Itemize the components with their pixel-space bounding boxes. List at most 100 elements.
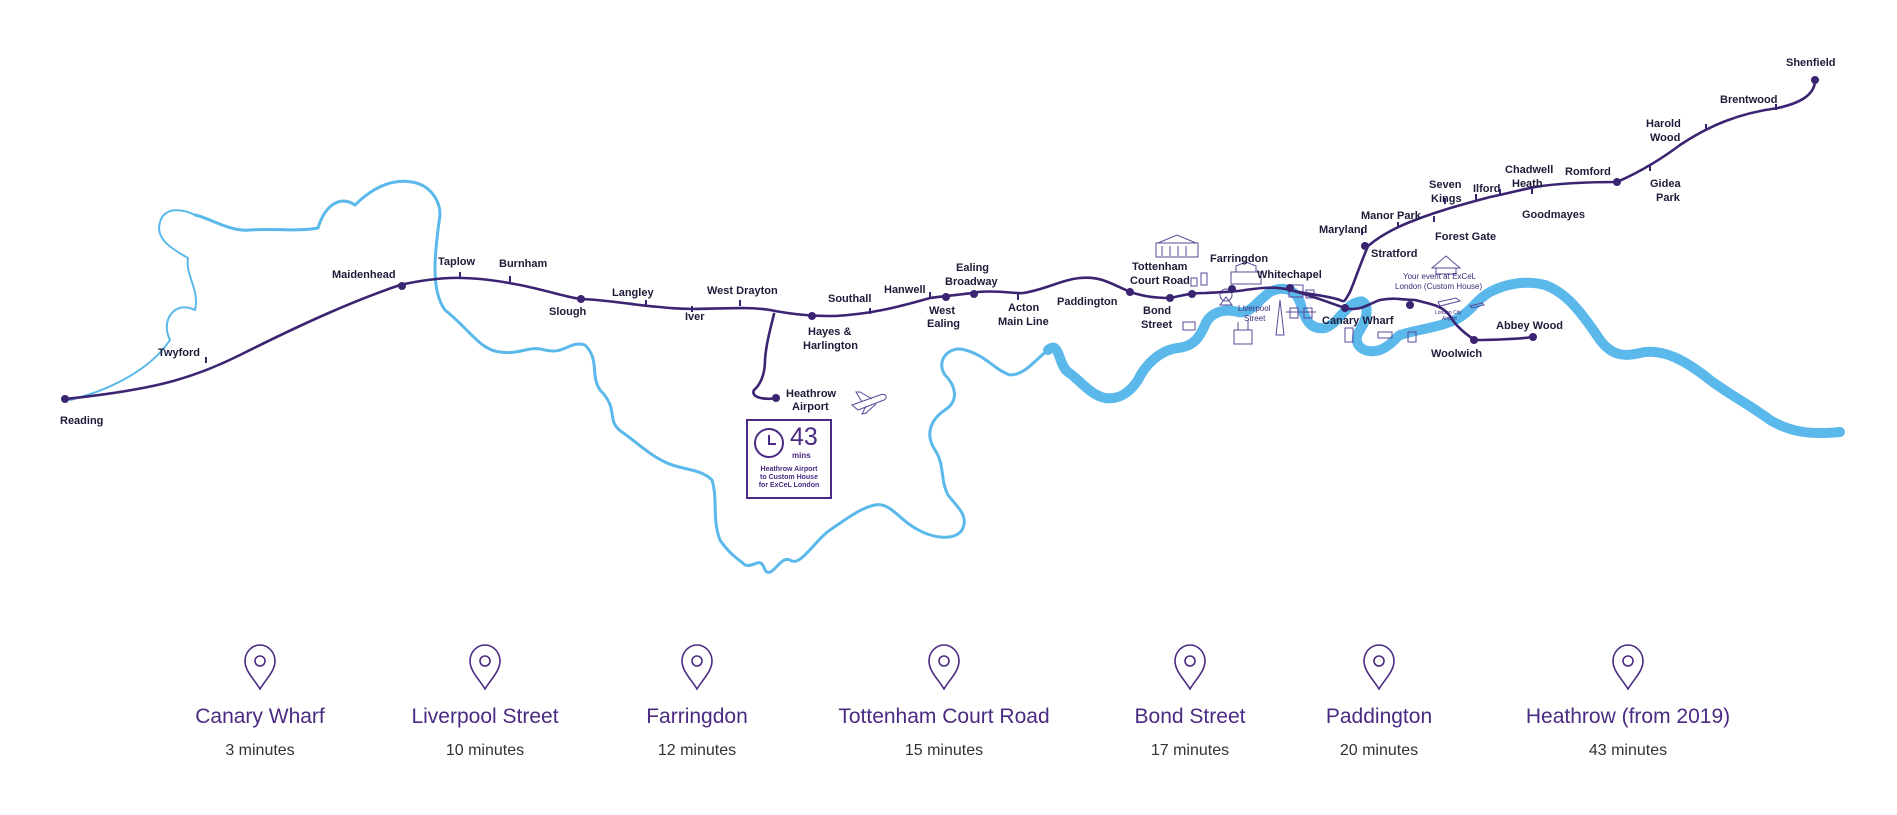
landmark-icons xyxy=(851,234,1485,415)
destination-name: Heathrow (from 2019) xyxy=(1525,705,1731,728)
river-thames xyxy=(69,179,1845,574)
svg-text:Canary Wharf: Canary Wharf xyxy=(1322,315,1394,327)
svg-text:Manor Park: Manor Park xyxy=(1361,210,1422,222)
destination-item: Bond Street 17 minutes xyxy=(1040,643,1340,761)
destination-time: 43 minutes xyxy=(1588,742,1668,759)
svg-text:Ilford: Ilford xyxy=(1473,183,1501,195)
svg-text:Acton: Acton xyxy=(1008,302,1039,314)
map-pin-icon xyxy=(1363,644,1395,691)
elizabeth-line-route xyxy=(63,78,1817,401)
destination-name: Canary Wharf xyxy=(195,705,325,728)
svg-text:Wood: Wood xyxy=(1650,132,1680,144)
city-airport-label: London City xyxy=(1435,310,1462,316)
station-canary-wharf: Canary Wharf xyxy=(1322,304,1394,327)
station-brentwood: Brentwood xyxy=(1720,94,1777,110)
station-slough: Slough xyxy=(549,295,587,318)
landmark-icon xyxy=(1437,297,1485,309)
svg-text:Woolwich: Woolwich xyxy=(1431,348,1482,360)
svg-text:Romford: Romford xyxy=(1565,166,1611,178)
svg-text:Taplow: Taplow xyxy=(438,256,476,268)
svg-text:Maidenhead: Maidenhead xyxy=(332,269,396,281)
destination-time: 12 minutes xyxy=(657,742,737,759)
plane-icon xyxy=(851,391,887,415)
station-reading: Reading xyxy=(60,395,103,427)
station-ilford: Ilford xyxy=(1473,183,1501,200)
svg-text:West Drayton: West Drayton xyxy=(707,285,778,297)
svg-text:Court Road: Court Road xyxy=(1130,275,1190,287)
destination-item: Heathrow (from 2019) 43 minutes xyxy=(1478,643,1778,761)
svg-text:London (Custom House): London (Custom House) xyxy=(1395,282,1482,291)
map-pin-icon xyxy=(681,644,713,691)
destination-name: Paddington xyxy=(1325,705,1433,728)
svg-text:Heath: Heath xyxy=(1512,178,1543,190)
map-notes: Liverpool Street Your event at ExCeL Lon… xyxy=(1238,272,1482,323)
landmark-icon xyxy=(1230,261,1262,285)
excel-event-label: Your event at ExCeL xyxy=(1403,272,1477,281)
journey-minutes: 43 xyxy=(790,423,818,451)
stations: Reading Twyford Maidenhead Taplow Burnha… xyxy=(60,57,1836,427)
station-whitechapel: Whitechapel xyxy=(1257,269,1322,292)
station-manor-park: Manor Park xyxy=(1361,210,1422,228)
svg-text:Stratford: Stratford xyxy=(1371,248,1417,260)
station-hayes: Hayes & Harlington xyxy=(803,312,858,352)
clock-icon xyxy=(754,428,784,458)
station-farringdon: Farringdon xyxy=(1210,253,1268,293)
svg-text:Forest Gate: Forest Gate xyxy=(1435,231,1496,243)
svg-text:Main Line: Main Line xyxy=(998,316,1049,328)
svg-text:Brentwood: Brentwood xyxy=(1720,94,1777,106)
landmark-icon xyxy=(1155,234,1199,258)
station-maryland: Maryland xyxy=(1319,224,1367,236)
svg-text:Gidea: Gidea xyxy=(1650,178,1681,190)
svg-text:Ealing: Ealing xyxy=(927,318,960,330)
svg-text:Seven: Seven xyxy=(1429,179,1462,191)
svg-text:Paddington: Paddington xyxy=(1057,296,1118,308)
landmark-icon xyxy=(1182,272,1208,331)
svg-text:Harlington: Harlington xyxy=(803,340,858,352)
svg-text:Whitechapel: Whitechapel xyxy=(1257,269,1322,281)
svg-text:Chadwell: Chadwell xyxy=(1505,164,1553,176)
station-romford: Romford xyxy=(1565,166,1621,186)
station-stratford: Stratford xyxy=(1361,242,1417,260)
journey-unit: mins xyxy=(792,451,811,460)
destination-time: 20 minutes xyxy=(1339,742,1419,759)
landmark-icon xyxy=(1344,327,1417,343)
svg-text:Harold: Harold xyxy=(1646,118,1681,130)
station-woolwich: Woolwich xyxy=(1431,336,1482,360)
station-taplow: Taplow xyxy=(438,256,476,278)
station-langley: Langley xyxy=(612,287,654,306)
landmark-icon xyxy=(1275,299,1285,336)
station-custom-house xyxy=(1406,301,1414,309)
journey-time-box: 43 mins Heathrow Airport to Custom House… xyxy=(746,419,832,499)
svg-text:Reading: Reading xyxy=(60,415,103,427)
svg-text:West: West xyxy=(929,305,955,317)
map-pin-icon xyxy=(469,644,501,691)
map-pin-icon xyxy=(928,644,960,691)
destination-name: Bond Street xyxy=(1134,705,1246,728)
svg-text:Broadway: Broadway xyxy=(945,276,998,288)
station-twyford: Twyford xyxy=(158,347,207,363)
station-forest-gate: Forest Gate xyxy=(1433,216,1496,243)
station-goodmayes: Goodmayes xyxy=(1522,188,1585,221)
station-maidenhead: Maidenhead xyxy=(332,269,406,290)
map-pin-icon xyxy=(1174,644,1206,691)
landmark-icon xyxy=(1430,255,1462,275)
station-hanwell: Hanwell xyxy=(884,284,931,298)
station-paddington: Paddington xyxy=(1057,288,1134,308)
landmark-icon xyxy=(1219,288,1233,306)
svg-text:Farringdon: Farringdon xyxy=(1210,253,1268,265)
destination-time: 17 minutes xyxy=(1150,742,1230,759)
svg-text:Burnham: Burnham xyxy=(499,258,548,270)
svg-text:Hayes &: Hayes & xyxy=(808,326,851,338)
svg-text:Street: Street xyxy=(1141,319,1173,331)
svg-text:Slough: Slough xyxy=(549,306,587,318)
station-burnham: Burnham xyxy=(499,258,548,282)
